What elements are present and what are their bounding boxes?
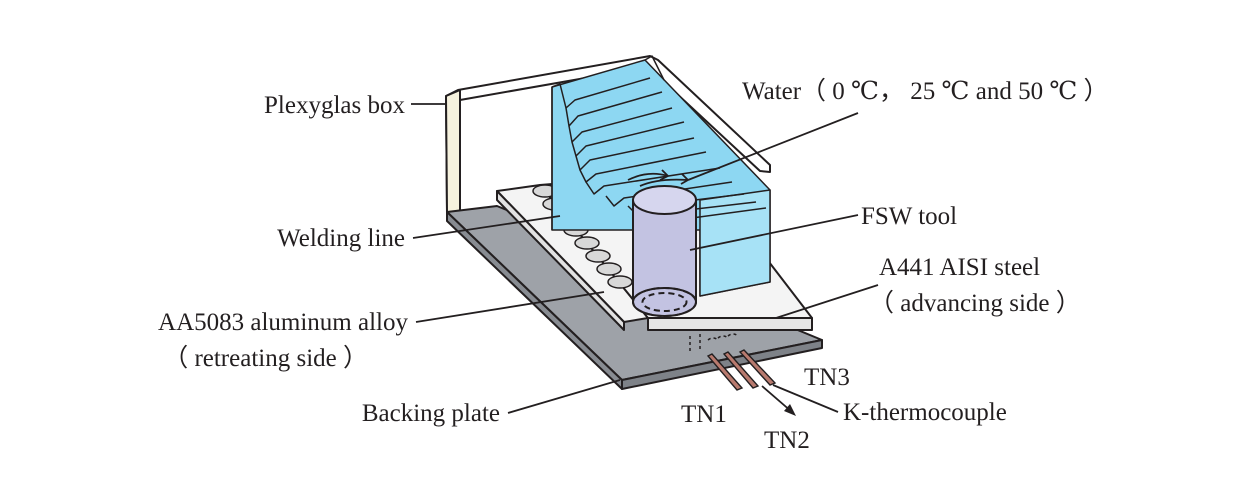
label-k-thermocouple: K-thermocouple xyxy=(843,399,1007,426)
label-steel-line2: （ advancing side ） xyxy=(869,289,1081,317)
leader-lines xyxy=(411,103,879,414)
label-backing-plate: Backing plate xyxy=(362,400,500,427)
label-welding-line: Welding line xyxy=(277,225,405,252)
water-container xyxy=(551,55,771,297)
label-aluminum-line1: AA5083 aluminum alloy xyxy=(158,309,408,336)
fsw-tool xyxy=(632,185,697,317)
leader-steel xyxy=(775,284,879,319)
leader-fsw-tool xyxy=(689,214,859,251)
label-plexyglas-box: Plexyglas box xyxy=(264,92,405,119)
label-tn2: TN2 xyxy=(764,427,810,454)
box-corner-post xyxy=(445,89,461,213)
thermocouple-wires xyxy=(706,349,777,391)
leader-thermocouple xyxy=(772,384,839,413)
leader-aluminum xyxy=(415,291,605,323)
tn2-arrow xyxy=(761,385,796,416)
label-steel-line1: A441 AISI steel xyxy=(879,254,1040,281)
thermocouple-holes xyxy=(689,333,739,352)
label-tn1: TN1 xyxy=(681,401,727,428)
label-water: Water（ 0 ℃， 25 ℃ and 50 ℃ ） xyxy=(742,77,1109,105)
leader-water xyxy=(687,112,859,181)
label-aluminum-line2: （ retreating side ） xyxy=(163,344,368,372)
leader-welding-line xyxy=(412,215,561,239)
leader-backing-plate xyxy=(507,379,621,414)
label-fsw-tool: FSW tool xyxy=(861,203,957,230)
label-tn3: TN3 xyxy=(804,364,850,391)
